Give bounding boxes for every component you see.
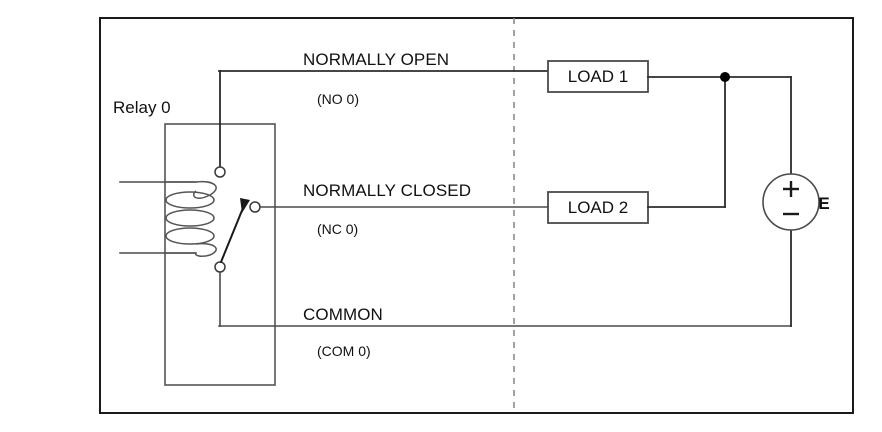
normally-closed-sublabel: (NC 0) <box>317 221 358 237</box>
relay-label: Relay 0 <box>113 98 171 117</box>
source-plus-icon <box>783 181 799 197</box>
common-label: COMMON <box>303 305 383 324</box>
relay-switch-blade <box>220 198 250 263</box>
load-1-label: LOAD 1 <box>568 67 628 86</box>
normally-open-sublabel: (NO 0) <box>317 91 359 107</box>
load-junction-dot <box>720 72 730 82</box>
diagram-outer-border <box>99 17 854 414</box>
load-2-label: LOAD 2 <box>568 198 628 217</box>
common-sublabel: (COM 0) <box>317 343 371 359</box>
relay-coil <box>165 180 217 257</box>
no-terminal-contact <box>214 166 226 178</box>
voltage-source-symbol <box>762 173 820 231</box>
com-terminal-contact <box>214 261 226 273</box>
nc-terminal-contact <box>249 201 261 213</box>
normally-open-label: NORMALLY OPEN <box>303 50 449 69</box>
source-label: E <box>818 194 829 213</box>
normally-closed-label: NORMALLY CLOSED <box>303 181 471 200</box>
